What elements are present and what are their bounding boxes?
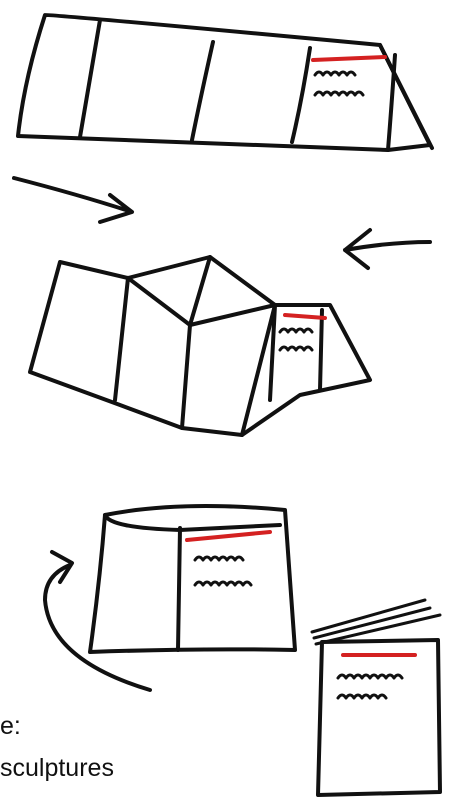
- curved-arrow-icon: [45, 552, 150, 690]
- text-scribble-2a: [280, 329, 312, 332]
- text-scribble-2b: [280, 347, 312, 350]
- text-scribble-1a: [315, 72, 355, 75]
- arrow-right-icon: [14, 178, 132, 222]
- text-scribble-4a: [338, 675, 402, 678]
- text-scribble-1b: [315, 92, 363, 95]
- flat-strip-drawing: [18, 15, 432, 150]
- arrow-left-icon: [345, 230, 430, 268]
- folded-strip-drawing: [30, 257, 370, 435]
- text-scribble-4b: [338, 695, 386, 698]
- caption-line-1: e:: [0, 712, 21, 741]
- highlight-line-2: [285, 315, 325, 318]
- text-scribble-3a: [195, 557, 243, 560]
- text-scribble-3b: [195, 582, 251, 585]
- stacked-sheets-drawing: [312, 600, 440, 795]
- booklet-drawing: [45, 506, 295, 690]
- highlight-line-3: [187, 532, 270, 540]
- caption-line-2: sculptures: [0, 754, 114, 783]
- highlight-line-1: [313, 57, 385, 60]
